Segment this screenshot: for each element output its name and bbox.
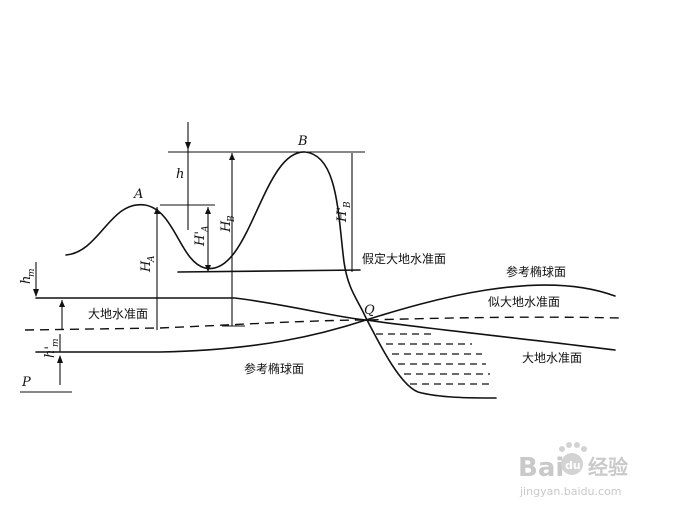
h-dimension (185, 122, 191, 230)
hm-prime-label: h' (43, 346, 58, 358)
HB-dimension (229, 153, 235, 326)
P-label: P (21, 375, 31, 390)
HA-sub-label: A (147, 255, 157, 263)
left-markers (20, 262, 72, 393)
hm-sub-label: m (27, 268, 37, 277)
quasi-geoid-surface (24, 316, 621, 331)
assumed-geoid-line (177, 269, 361, 273)
reference-ticks (160, 151, 365, 327)
ellipsoid-right-label: 参考椭球面 (506, 264, 566, 279)
HA-prime-label: H' (193, 231, 208, 247)
point-Q-label: Q (364, 303, 375, 318)
quasi-geoid-label: 似大地水准面 (488, 295, 560, 309)
HB-sub-label: B (227, 215, 237, 223)
point-B-label: B (297, 134, 308, 149)
geoid-surface (35, 297, 616, 351)
HB-prime-label: H' (335, 207, 350, 223)
baidu-watermark: Bai du 经验 jingyan.baidu.com (518, 442, 628, 498)
HB-prime-sub-label: B (343, 201, 353, 209)
water-hatching (376, 333, 494, 385)
h-label: h (176, 167, 184, 182)
assumed-geoid-label: 假定大地水准面 (362, 251, 446, 266)
geoid-right-label: 大地水准面 (522, 351, 582, 365)
point-A-label: A (133, 187, 143, 202)
HA-prime-sub-label: A (201, 225, 211, 233)
hm-prime-sub-label: m (51, 338, 61, 347)
terrain-profile (65, 151, 497, 399)
geoid-left-label: 大地水准面 (88, 307, 148, 321)
paw-icon: du (559, 442, 587, 475)
watermark-url: jingyan.baidu.com (519, 485, 622, 498)
HA-label: H (139, 260, 154, 273)
watermark-suffix: 经验 (588, 455, 628, 479)
HA-prime-dimension (205, 207, 211, 272)
watermark-paw-text: du (565, 459, 581, 472)
watermark-brand: Bai (518, 453, 564, 483)
reference-ellipsoid-surface (35, 284, 616, 353)
HA-dimension (154, 207, 160, 330)
HB-label: H (219, 220, 234, 233)
ellipsoid-bottom-label: 参考椭球面 (244, 361, 304, 376)
hm-label: h (19, 276, 34, 284)
